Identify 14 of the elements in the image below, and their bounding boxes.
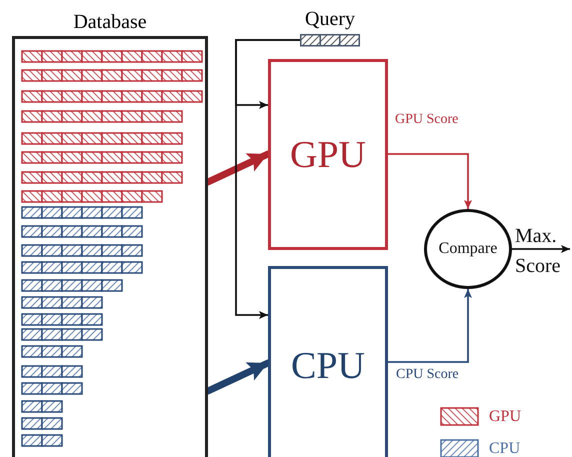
arrow: [235, 39, 300, 319]
arrow: [388, 153, 472, 209]
edge-label: Max. Score: [515, 224, 562, 279]
heading: Query: [304, 7, 356, 32]
arrow: [512, 245, 570, 253]
legend-label: CPU: [489, 440, 520, 457]
box-label: Compare: [438, 240, 498, 258]
arrow: [388, 289, 472, 363]
legend-label: GPU: [489, 408, 522, 426]
box-label: GPU: [290, 132, 366, 176]
edge-label: CPU Score: [396, 367, 459, 383]
box-label: CPU: [291, 344, 365, 388]
edge-label: GPU Score: [395, 112, 458, 128]
heading: Database: [72, 10, 148, 35]
